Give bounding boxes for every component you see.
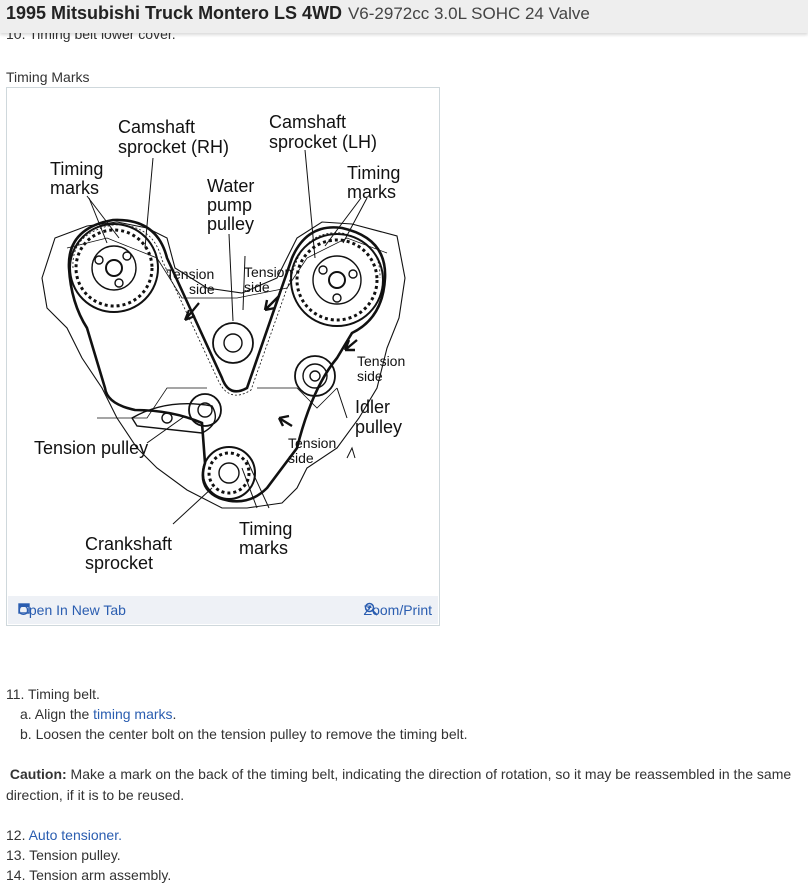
magnifier-icon xyxy=(364,602,378,616)
label-camshaft-lh-1: Camshaft xyxy=(269,112,346,132)
open-in-new-tab-link[interactable]: Open In New Tab xyxy=(18,602,126,618)
step-11-title: 11. Timing belt. xyxy=(6,686,100,702)
step-12: 12. Auto tensioner. xyxy=(6,825,171,845)
label-timing-marks-bottom-1: Timing xyxy=(239,519,292,539)
label-idler-2: pulley xyxy=(355,417,402,437)
open-in-new-tab-icon xyxy=(18,603,30,614)
label-water-pump-1: Water xyxy=(207,176,254,196)
label-crankshaft-1: Crankshaft xyxy=(85,534,172,554)
label-timing-marks-right-1: Timing xyxy=(347,163,400,183)
figure-caption: Timing Marks xyxy=(6,69,90,85)
step-11b: b. Loosen the center bolt on the tension… xyxy=(20,726,468,742)
label-timing-marks-left-2: marks xyxy=(50,178,99,198)
timing-marks-link[interactable]: timing marks xyxy=(93,706,173,722)
label-tension-side-c-2: side xyxy=(357,368,383,384)
label-crankshaft-2: sprocket xyxy=(85,553,153,573)
label-timing-marks-bottom-2: marks xyxy=(239,538,288,558)
label-tension-side-d-2: side xyxy=(288,450,314,466)
step-12-prefix: 12. xyxy=(6,827,29,843)
label-idler-1: Idler xyxy=(355,397,390,417)
label-camshaft-rh-2: sprocket (RH) xyxy=(118,137,229,157)
label-tension-pulley: Tension pulley xyxy=(34,438,148,458)
open-in-new-tab-label: Open In New Tab xyxy=(18,602,126,618)
step-11: 11. Timing belt. a. Align the timing mar… xyxy=(6,684,468,744)
step-11a-suffix: . xyxy=(172,706,177,722)
step-13: 13. Tension pulley. xyxy=(6,847,121,863)
label-tension-side-d-1: Tension xyxy=(288,435,336,451)
label-tension-side-a-1: Tension xyxy=(166,266,214,282)
step-14: 14. Tension arm assembly. xyxy=(6,867,172,883)
label-camshaft-rh-1: Camshaft xyxy=(118,117,195,137)
timing-marks-figure[interactable]: Camshaft sprocket (RH) Camshaft sprocket… xyxy=(6,87,440,626)
step-11a-prefix: a. Align the xyxy=(20,706,94,722)
label-water-pump-2: pump xyxy=(207,195,252,215)
label-water-pump-3: pulley xyxy=(207,214,254,234)
label-tension-side-c-1: Tension xyxy=(357,353,405,369)
vehicle-title: 1995 Mitsubishi Truck Montero LS 4WD xyxy=(6,3,343,23)
zoom-print-link[interactable]: Zoom/Print xyxy=(364,602,432,618)
page-header: 1995 Mitsubishi Truck Montero LS 4WD V6-… xyxy=(0,0,808,33)
timing-diagram-illustration: Camshaft sprocket (RH) Camshaft sprocket… xyxy=(34,112,406,573)
caution-text: Make a mark on the back of the timing be… xyxy=(6,766,792,803)
label-timing-marks-right-2: marks xyxy=(347,182,396,202)
label-tension-side-a-2: side xyxy=(189,281,215,297)
label-camshaft-lh-2: sprocket (LH) xyxy=(269,132,377,152)
zoom-print-label: Zoom/Print xyxy=(363,602,432,618)
label-tension-side-b-2: side xyxy=(244,279,270,295)
auto-tensioner-link[interactable]: Auto tensioner. xyxy=(28,827,122,843)
steps-12-14: 12. Auto tensioner. 13. Tension pulley. … xyxy=(6,825,171,885)
caution-note: Caution: Make a mark on the back of the … xyxy=(6,764,796,806)
caution-label: Caution: xyxy=(9,766,67,782)
engine-subtitle: V6-2972cc 3.0L SOHC 24 Valve xyxy=(347,4,590,23)
step-11a: a. Align the timing marks. xyxy=(6,704,468,724)
label-tension-side-b-1: Tension xyxy=(244,264,292,280)
figure-toolbar: Open In New Tab Zoom/Print xyxy=(8,596,438,624)
label-timing-marks-left-1: Timing xyxy=(50,159,103,179)
